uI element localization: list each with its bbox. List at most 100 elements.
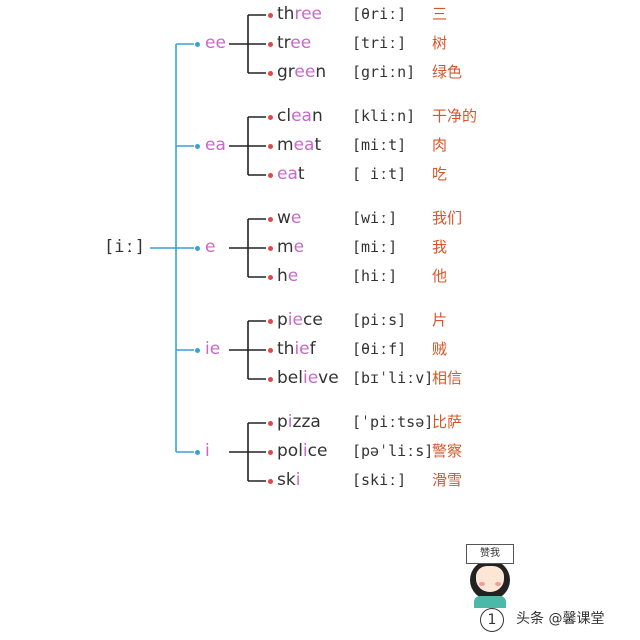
- word-text: thief: [277, 341, 316, 358]
- word-dot: [267, 274, 273, 280]
- chinese-meaning: 我们: [432, 209, 463, 227]
- word-part-post: f: [309, 339, 316, 359]
- page-number: 1: [480, 608, 504, 632]
- ipa-text: [piːs]: [352, 311, 407, 329]
- word-dot: [267, 70, 273, 76]
- word-part-post: ce: [302, 310, 323, 330]
- word-part-hl: ie: [287, 310, 303, 330]
- word-text: ski: [277, 472, 300, 489]
- ipa-text: [hiː]: [352, 267, 398, 285]
- word-text: me: [277, 239, 304, 256]
- ipa-text: [triː]: [352, 34, 407, 52]
- ipa-text: [ˈpiːtsə]: [352, 413, 434, 431]
- word-part-pre: w: [277, 208, 291, 228]
- word-part-post: n: [311, 106, 323, 126]
- word-text: we: [277, 210, 301, 227]
- word-part-hl: ea: [291, 106, 312, 126]
- word-part-pre: tr: [277, 33, 291, 53]
- word-dot: [267, 478, 273, 484]
- chinese-meaning: 滑雪: [432, 471, 463, 489]
- ipa-text: [θriː]: [352, 5, 407, 23]
- word-text: clean: [277, 108, 323, 125]
- group-dot: [194, 41, 200, 47]
- root-phoneme: [iː]: [104, 237, 145, 257]
- group-label-ea: ea: [205, 135, 226, 155]
- group-label-e: e: [205, 237, 216, 257]
- word-part-hl: i: [295, 470, 301, 490]
- word-part-hl: e: [293, 237, 305, 257]
- mascot-cheek-right: [495, 582, 501, 586]
- word-dot: [267, 114, 273, 120]
- ipa-text: [miː]: [352, 238, 398, 256]
- word-part-pre: h: [277, 266, 288, 286]
- ipa-text: [wiː]: [352, 209, 398, 227]
- word-part-post: zza: [292, 412, 321, 432]
- mascot-sign: 赞我: [466, 544, 514, 564]
- word-part-hl: ea: [277, 164, 298, 184]
- word-text: three: [277, 6, 322, 23]
- word-text: green: [277, 64, 326, 81]
- word-part-pre: gr: [277, 62, 295, 82]
- word-dot: [267, 12, 273, 18]
- word-part-hl: e: [287, 266, 299, 286]
- word-part-post: ce: [307, 441, 328, 461]
- word-dot: [267, 245, 273, 251]
- word-dot: [267, 376, 273, 382]
- word-part-pre: th: [277, 4, 295, 24]
- word-part-hl: i: [302, 441, 308, 461]
- word-part-pre: m: [277, 135, 294, 155]
- word-part-post: ve: [318, 368, 339, 388]
- word-part-pre: th: [277, 339, 295, 359]
- word-part-hl: ee: [294, 62, 316, 82]
- word-part-hl: i: [287, 412, 293, 432]
- ipa-text: [miːt]: [352, 136, 407, 154]
- word-part-hl: ree: [294, 4, 322, 24]
- word-part-pre: cl: [277, 106, 292, 126]
- chinese-meaning: 吃: [432, 165, 448, 183]
- word-text: eat: [277, 166, 305, 183]
- word-part-post: n: [315, 62, 327, 82]
- word-dot: [267, 420, 273, 426]
- watermark: 头条 @馨课堂: [516, 611, 605, 627]
- group-dot: [194, 347, 200, 353]
- chinese-meaning: 比萨: [432, 413, 463, 431]
- group-dot: [194, 449, 200, 455]
- word-part-hl: ie: [302, 368, 319, 388]
- word-part-pre: p: [277, 412, 288, 432]
- word-part-pre: m: [277, 237, 294, 257]
- word-part-hl: ie: [294, 339, 310, 359]
- group-dot: [194, 245, 200, 251]
- chinese-meaning: 警察: [432, 442, 463, 460]
- ipa-text: [skiː]: [352, 471, 407, 489]
- word-part-pre: sk: [277, 470, 296, 490]
- word-text: he: [277, 268, 298, 285]
- mascot-cheek-left: [479, 582, 485, 586]
- chinese-meaning: 我: [432, 238, 448, 256]
- ipa-text: [kliːn]: [352, 107, 416, 125]
- word-part-hl: ee: [290, 33, 312, 53]
- ipa-text: [θiːf]: [352, 340, 407, 358]
- ipa-text: [griːn]: [352, 63, 416, 81]
- chinese-meaning: 干净的: [432, 107, 478, 125]
- word-part-post: t: [314, 135, 322, 155]
- word-part-post: t: [297, 164, 305, 184]
- ipa-text: [pəˈliːs]: [352, 442, 434, 460]
- word-dot: [267, 318, 273, 324]
- group-label-ee: ee: [205, 33, 226, 53]
- ipa-text: [ iːt]: [352, 165, 407, 183]
- word-part-pre: bel: [277, 368, 303, 388]
- group-label-i: i: [205, 441, 210, 461]
- word-text: piece: [277, 312, 323, 329]
- word-dot: [267, 216, 273, 222]
- word-text: police: [277, 443, 327, 460]
- word-dot: [267, 41, 273, 47]
- word-part-pre: p: [277, 310, 288, 330]
- word-text: believe: [277, 370, 339, 387]
- chinese-meaning: 贼: [432, 340, 448, 358]
- word-dot: [267, 347, 273, 353]
- group-label-ie: ie: [205, 339, 221, 359]
- mascot-face: [476, 566, 504, 592]
- word-text: tree: [277, 35, 311, 52]
- chinese-meaning: 相信: [432, 369, 463, 387]
- chinese-meaning: 三: [432, 5, 448, 23]
